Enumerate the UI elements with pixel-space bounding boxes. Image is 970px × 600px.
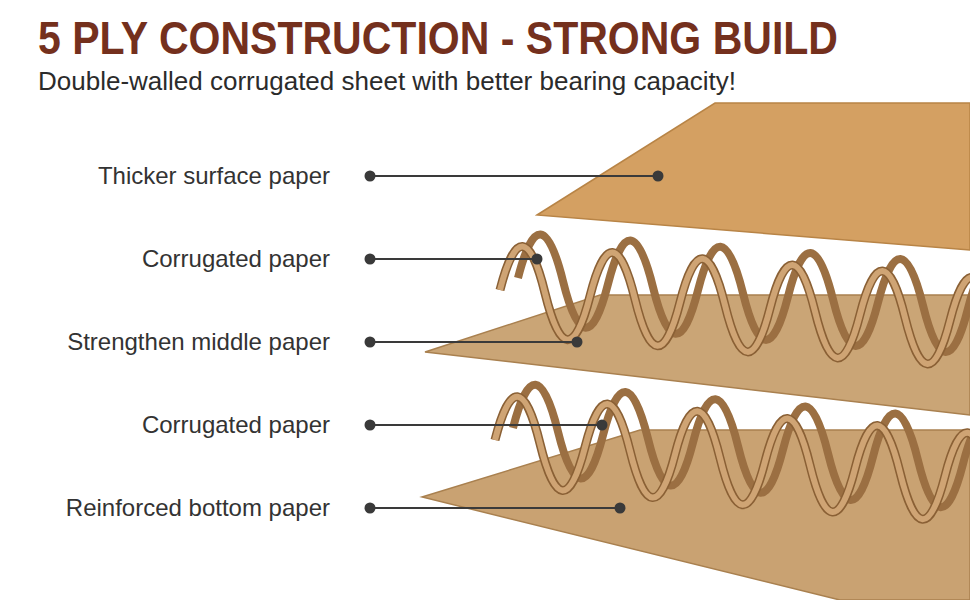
subtitle: Double-walled corrugated sheet with bett… [38,66,736,97]
part-label: Thicker surface paper [98,161,330,191]
part-label: Strengthen middle paper [67,327,330,357]
part-label: Corrugated paper [142,410,330,440]
leader-lines [366,172,663,513]
middle-sheet [425,295,970,415]
part-label: Reinforced bottom paper [66,493,330,523]
corrugated-layer [500,235,970,364]
part-label: Corrugated paper [142,244,330,274]
page-title: 5 PLY CONSTRUCTION - STRONG BUILD [38,15,838,61]
bottom-sheet [422,430,970,600]
